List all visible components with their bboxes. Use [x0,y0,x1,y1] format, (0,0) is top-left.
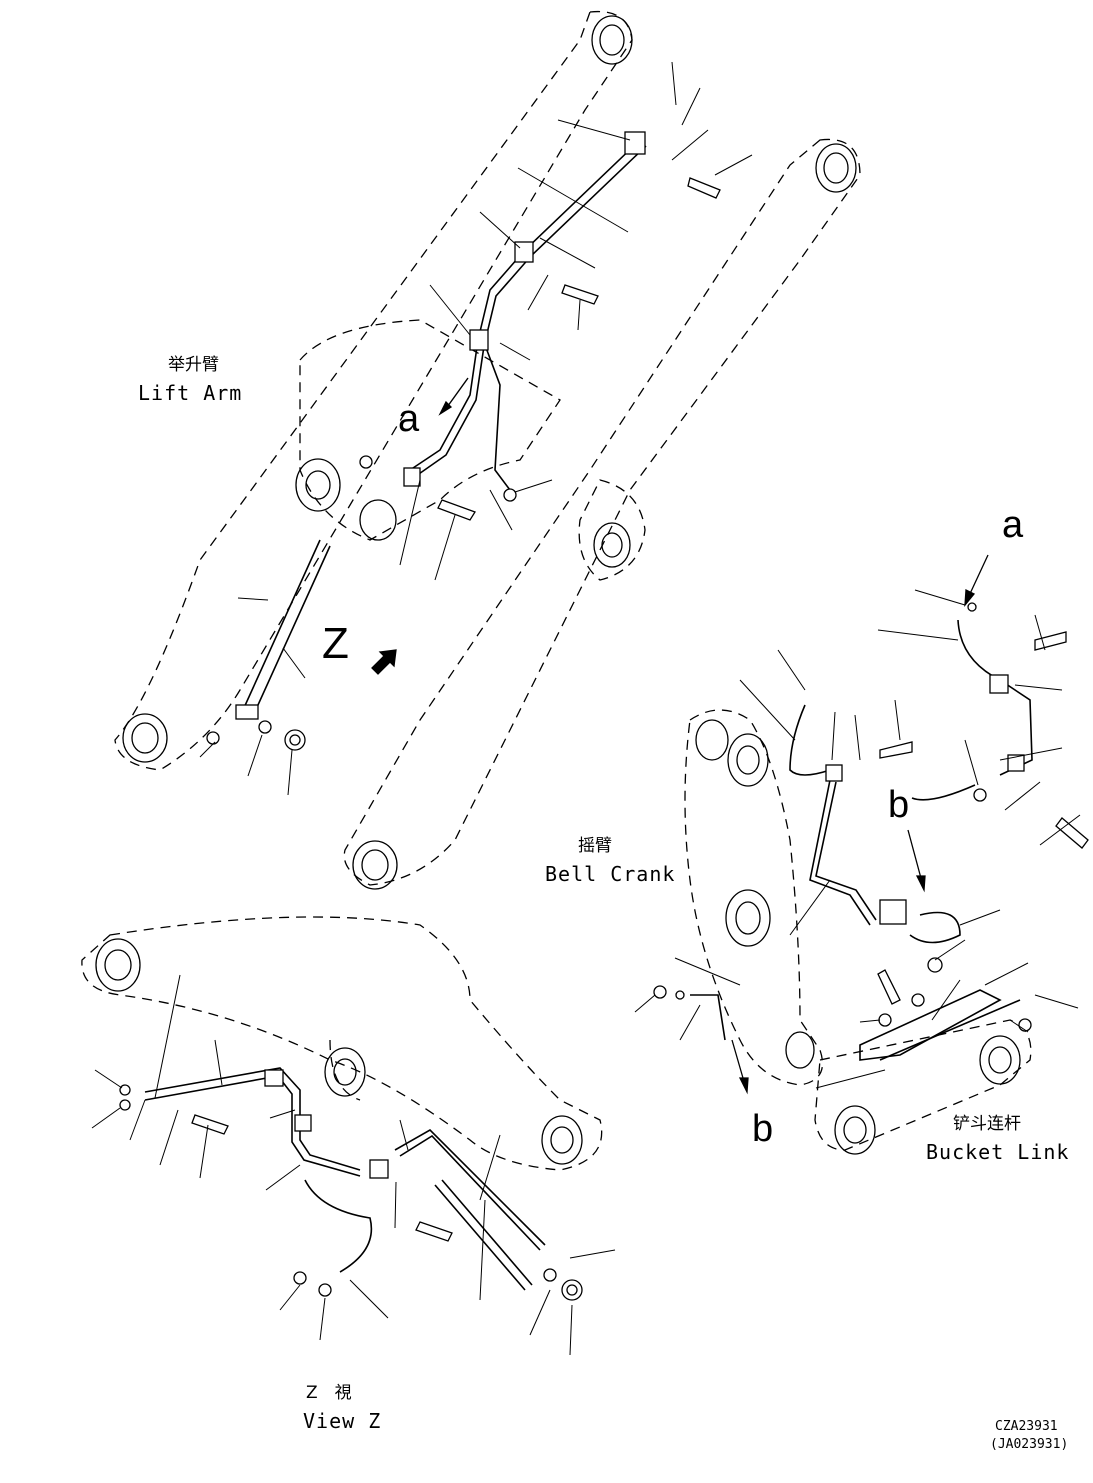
bell-crank-tubes [690,619,1033,1061]
view-z-fasteners [119,1069,583,1301]
view-z-tubes [144,1067,546,1291]
view-z-bores [95,938,583,1165]
lift-arm-clamps [235,131,646,720]
bell-crank-fasteners [653,602,1089,1032]
bell-crank-bores [695,719,1021,1155]
marker-b-top: b [888,784,910,826]
bucket-link-label-en: Bucket Link [926,1140,1070,1164]
view-z-outline [81,916,603,1171]
marker-a-main: a [398,398,420,440]
bell-crank-label-cn: 摇臂 [578,836,612,856]
lift-arm-outline [114,10,861,886]
bell-crank-label-en: Bell Crank [545,862,676,886]
lift-arm-label-cn: 举升臂 [168,355,219,375]
bell-crank-leaders [634,589,1081,1089]
lift-arm-bores [122,15,857,890]
z-view-arrow [371,649,397,675]
marker-z: Z [322,619,349,668]
bell-crank-outline [684,709,1032,1151]
bucket-link-label-cn: 铲斗连杆 [953,1114,1021,1134]
marker-b-bottom: b [752,1108,774,1150]
marker-a-detail: a [1002,504,1024,546]
a-detail-arrow [967,554,989,599]
lift-arm-label-en: Lift Arm [138,381,243,405]
view-z-label-en: View Z [303,1409,382,1433]
view-z-leaders [91,974,616,1356]
drawing-code-primary: CZA23931 [995,1419,1058,1434]
b-direction-arrow-top [907,829,923,883]
lift-arm-fasteners [206,177,721,751]
view-z-label-cn: Z 視 [306,1383,352,1403]
lift-arm-leaders [199,61,753,796]
drawing-code-secondary: (JA023931) [990,1437,1069,1452]
